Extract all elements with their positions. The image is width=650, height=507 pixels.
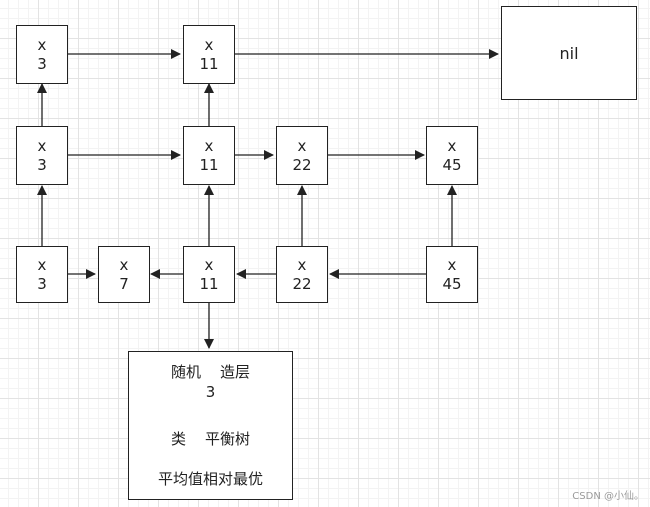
node-key-label: x (447, 255, 457, 274)
skiplist-node-l1-3: x 3 (16, 246, 68, 303)
skiplist-node-l1-7: x 7 (98, 246, 150, 303)
skiplist-node-l2-45: x 45 (426, 126, 478, 185)
skiplist-node-l2-22: x 22 (276, 126, 328, 185)
node-key-label: x (37, 255, 47, 274)
node-value-label: 11 (199, 54, 219, 73)
node-key-label: x (297, 255, 307, 274)
note-line-2: 3 (205, 383, 216, 401)
node-key-label: x (119, 255, 129, 274)
node-key-label: x (447, 136, 457, 155)
watermark: CSDN @小仙。 (572, 491, 644, 502)
node-value-label: 3 (37, 274, 47, 293)
skiplist-node-l1-22: x 22 (276, 246, 328, 303)
node-value-label: 11 (199, 274, 219, 293)
node-value-label: 7 (119, 274, 129, 293)
skiplist-node-l3-3: x 3 (16, 25, 68, 84)
nil-node: nil (501, 6, 637, 100)
note-line-1: 随机 造层 (170, 363, 251, 381)
node-key-label: x (37, 136, 47, 155)
node-key-label: x (204, 255, 214, 274)
node-key-label: x (37, 35, 47, 54)
skiplist-node-l2-3: x 3 (16, 126, 68, 185)
note-box: 随机 造层 3 类 平衡树 平均值相对最优 (128, 351, 293, 500)
node-value-label: 45 (442, 274, 462, 293)
skiplist-node-l3-11: x 11 (183, 25, 235, 84)
node-value-label: 22 (292, 274, 312, 293)
nil-label: nil (559, 43, 579, 63)
node-value-label: 3 (37, 155, 47, 174)
node-value-label: 11 (199, 155, 219, 174)
note-line-4: 平均值相对最优 (157, 470, 263, 488)
node-key-label: x (204, 35, 214, 54)
skiplist-node-l1-11: x 11 (183, 246, 235, 303)
node-value-label: 3 (37, 54, 47, 73)
node-value-label: 22 (292, 155, 312, 174)
node-key-label: x (204, 136, 214, 155)
note-line-3: 类 平衡树 (170, 430, 251, 448)
skiplist-node-l1-45: x 45 (426, 246, 478, 303)
node-key-label: x (297, 136, 307, 155)
skiplist-node-l2-11: x 11 (183, 126, 235, 185)
node-value-label: 45 (442, 155, 462, 174)
